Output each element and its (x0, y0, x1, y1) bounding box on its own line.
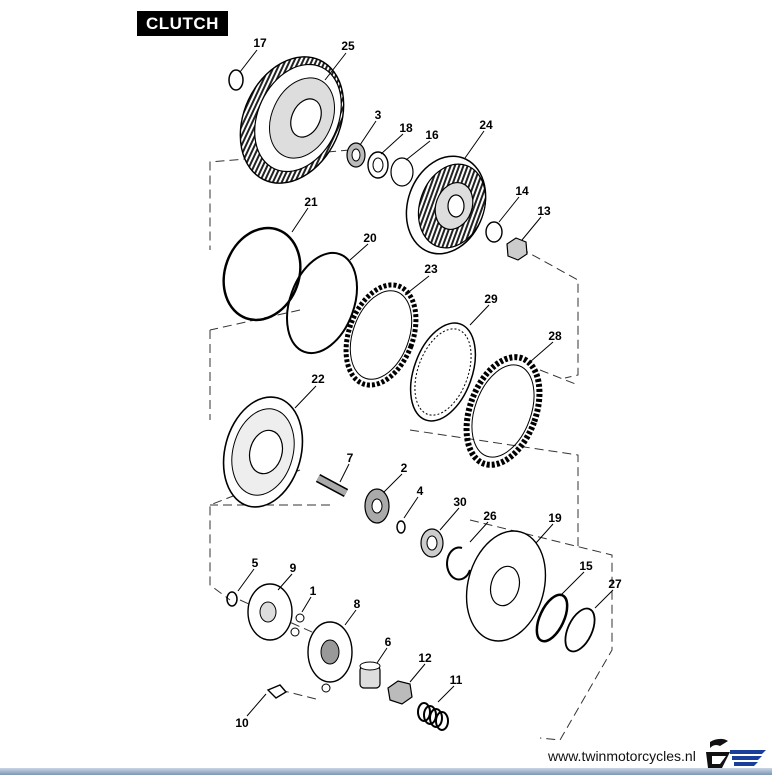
callout-4: 4 (417, 484, 424, 498)
callout-20: 20 (363, 231, 377, 245)
callout-18: 18 (399, 121, 413, 135)
bottom-bar (0, 768, 772, 775)
callout-26: 26 (483, 509, 497, 523)
clutch-hub-24 (405, 155, 487, 255)
callout-1: 1 (310, 584, 317, 598)
callout-29: 29 (484, 292, 498, 306)
callout-numbers: 17 25 3 18 16 24 14 13 21 20 23 29 28 22… (235, 36, 622, 730)
spring-11 (417, 702, 449, 731)
callout-22: 22 (311, 372, 325, 386)
callout-8: 8 (354, 597, 361, 611)
callout-11: 11 (450, 673, 463, 687)
callout-25: 25 (341, 39, 355, 53)
washer-17 (228, 69, 244, 91)
lockplate-10 (266, 684, 288, 699)
steel-plate-29 (409, 322, 477, 422)
callout-5: 5 (252, 556, 259, 570)
washer-16 (390, 157, 414, 187)
callout-28: 28 (548, 329, 562, 343)
callout-16: 16 (425, 128, 439, 142)
retaining-ring-4 (396, 520, 406, 534)
pressure-plate-22 (222, 396, 304, 508)
friction-plate-23 (343, 282, 419, 388)
footer-url-text: www.twinmotorcycles.nl (548, 748, 696, 764)
adjuster-30 (420, 528, 444, 558)
ring-27 (564, 607, 596, 653)
diagram-title: CLUTCH (137, 11, 228, 36)
friction-plate-28 (463, 354, 543, 468)
callout-7: 7 (347, 451, 354, 465)
callout-3: 3 (375, 108, 382, 122)
callout-24: 24 (479, 118, 493, 132)
ring-15 (535, 593, 569, 643)
bearing-2 (364, 488, 390, 524)
bearing-3 (346, 142, 366, 168)
spacer-18 (367, 151, 389, 179)
callout-10: 10 (235, 716, 249, 730)
diaphragm-spring-19 (465, 530, 547, 642)
callout-13: 13 (537, 204, 551, 218)
callout-27: 27 (608, 577, 622, 591)
release-plate-9 (247, 583, 293, 641)
leader-lines (237, 49, 614, 717)
clutch-shell-25 (239, 56, 345, 184)
spring-ring-21 (222, 226, 302, 322)
adjusting-screw-6 (359, 661, 381, 689)
brand-logo-icon (706, 738, 766, 768)
washer-14 (485, 221, 503, 243)
ball-1 (290, 613, 305, 637)
release-shaft-7 (315, 474, 349, 497)
callout-23: 23 (424, 262, 438, 276)
ring-20 (286, 251, 358, 355)
callout-30: 30 (453, 495, 467, 509)
callout-19: 19 (548, 511, 562, 525)
hub-nut-13 (506, 237, 528, 261)
callout-14: 14 (515, 184, 529, 198)
callout-12: 12 (418, 651, 432, 665)
callout-6: 6 (385, 635, 392, 649)
callout-17: 17 (253, 36, 267, 50)
snap-ring-26 (446, 546, 471, 581)
washer-5 (226, 591, 238, 607)
callout-21: 21 (304, 195, 318, 209)
callout-9: 9 (290, 561, 297, 575)
locknut-12 (387, 680, 413, 705)
callout-2: 2 (401, 461, 408, 475)
callout-15: 15 (579, 559, 593, 573)
release-ramp-8 (307, 621, 353, 693)
